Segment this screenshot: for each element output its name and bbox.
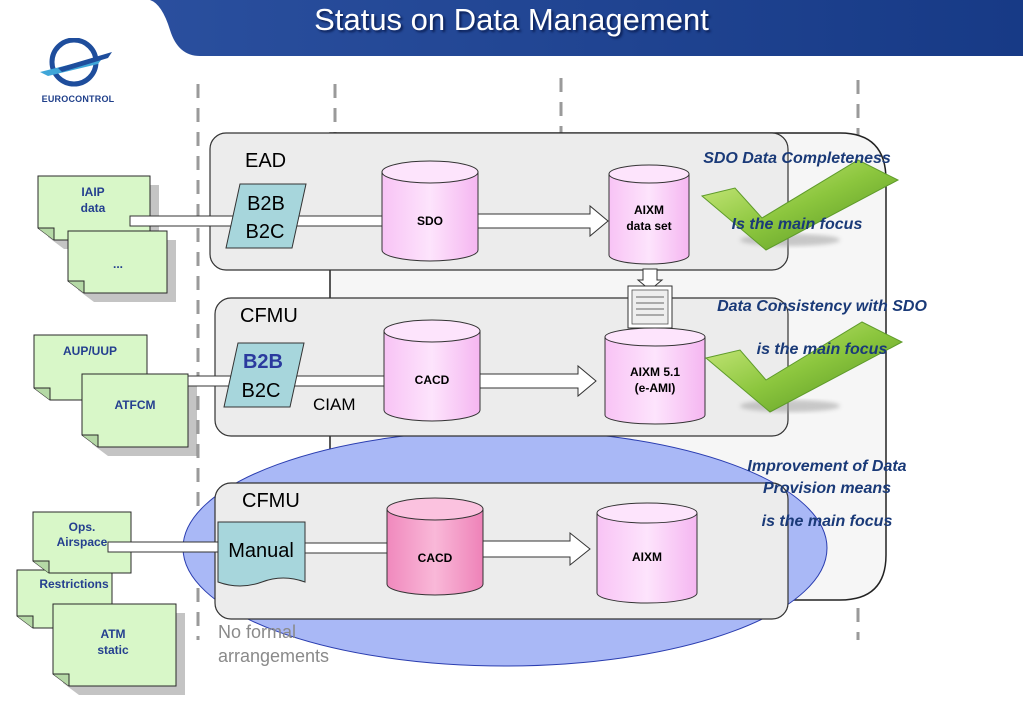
cacd-2-label: CACD — [418, 551, 453, 565]
no-formal-line1: No formal — [218, 622, 296, 642]
sdo-label: SDO — [417, 214, 443, 228]
arrow-cacd-to-aixm — [482, 531, 591, 567]
store-sdo: SDO — [381, 160, 479, 262]
svg-text:AIXM 5.1(e-AMI): AIXM 5.1 (e-AMI) — [630, 365, 680, 395]
output-aixm-51: AIXM 5.1 (e-AMI) — [604, 327, 706, 425]
note-data-consistency: Data Consistency with SDO — [717, 298, 927, 315]
aixm-label: AIXM — [632, 550, 662, 564]
ciam-label: CIAM — [313, 395, 356, 414]
aixm-ds-line1: AIXM — [634, 203, 664, 217]
store-cacd-1: CACD — [383, 319, 481, 422]
ops-line1: Ops. — [69, 520, 96, 534]
ead-b2c-label: B2C — [246, 221, 285, 243]
aup-uup-label: AUP/UUP — [63, 344, 117, 358]
section-ead-label: EAD — [245, 150, 286, 172]
svg-text:Ops.Airspace: Ops.Airspace — [57, 520, 108, 549]
aixm-ds-line2: data set — [626, 219, 671, 233]
arrow-sdo-to-aixm — [477, 204, 609, 238]
note-improvement: Improvement of Data — [747, 458, 906, 475]
ead-b2b-label: B2B — [247, 193, 285, 215]
aixm51-line2: (e-AMI) — [635, 381, 676, 395]
check-icon — [704, 321, 904, 413]
section-cfmu-2-label: CFMU — [242, 490, 300, 512]
output-aixm-data-set: AIXM data set — [608, 164, 690, 265]
eurocontrol-logo-icon — [40, 37, 112, 87]
arrow-b2b-to-sdo — [296, 215, 384, 227]
interface-b2b-b2c-ead: B2B B2C — [225, 183, 307, 249]
source-doc-atfcm: ATFCM — [81, 373, 197, 456]
note-sdo-completeness-focus: Is the main focus — [732, 216, 863, 233]
cacd-1-label: CACD — [415, 373, 450, 387]
aixm51-line1: AIXM 5.1 — [630, 365, 680, 379]
section-cfmu-1-label: CFMU — [240, 305, 298, 327]
restrictions-label: Restrictions — [39, 577, 109, 591]
eurocontrol-logo: EUROCONTROL — [38, 37, 118, 108]
arrow-aixm-to-stack — [627, 268, 673, 329]
arrow-iaip-to-b2b — [129, 215, 243, 227]
header-bar: Status on Data Management — [0, 0, 1023, 56]
arrow-manual-to-cacd — [304, 542, 389, 554]
iaip-line1: IAIP — [81, 185, 104, 199]
interface-b2b-b2c-cfmu: B2B B2C — [223, 342, 305, 408]
cfmu-b2c-label: B2C — [242, 380, 281, 402]
source-doc-ops-airspace: Ops.Airspace — [32, 511, 132, 574]
logo-text: EUROCONTROL — [41, 94, 115, 104]
note-sdo-completeness: SDO Data Completeness — [703, 150, 891, 167]
store-cacd-2: CACD — [386, 497, 484, 596]
note-improvement-focus: is the main focus — [762, 513, 893, 530]
note-provision-means: Provision means — [763, 480, 891, 497]
source-doc-ellipsis: ... — [67, 230, 176, 302]
atm-line1: ATM — [100, 627, 125, 641]
arrow-b2b-to-cacd — [288, 375, 386, 387]
atm-line2: static — [97, 643, 129, 657]
ops-line2: Airspace — [57, 535, 108, 549]
arrow-ops-to-manual — [107, 541, 221, 553]
page-title: Status on Data Management — [314, 2, 709, 37]
note-data-consistency-focus: is the main focus — [757, 341, 888, 358]
arrow-cacd-to-aixm51 — [479, 364, 597, 398]
output-aixm: AIXM — [596, 502, 698, 604]
no-formal-line2: arrangements — [218, 646, 329, 666]
manual-label: Manual — [228, 540, 294, 562]
no-formal-arrangements-label: No formal arrangements — [218, 622, 329, 666]
interface-manual: Manual — [217, 521, 306, 587]
iaip-line2: data — [81, 201, 106, 215]
ellipsis-doc-label: ... — [113, 257, 123, 271]
atfcm-label: ATFCM — [114, 398, 155, 412]
cfmu-b2b-label: B2B — [243, 351, 283, 373]
source-doc-atm-static: ATM static — [52, 603, 185, 695]
check-icon — [700, 159, 900, 251]
